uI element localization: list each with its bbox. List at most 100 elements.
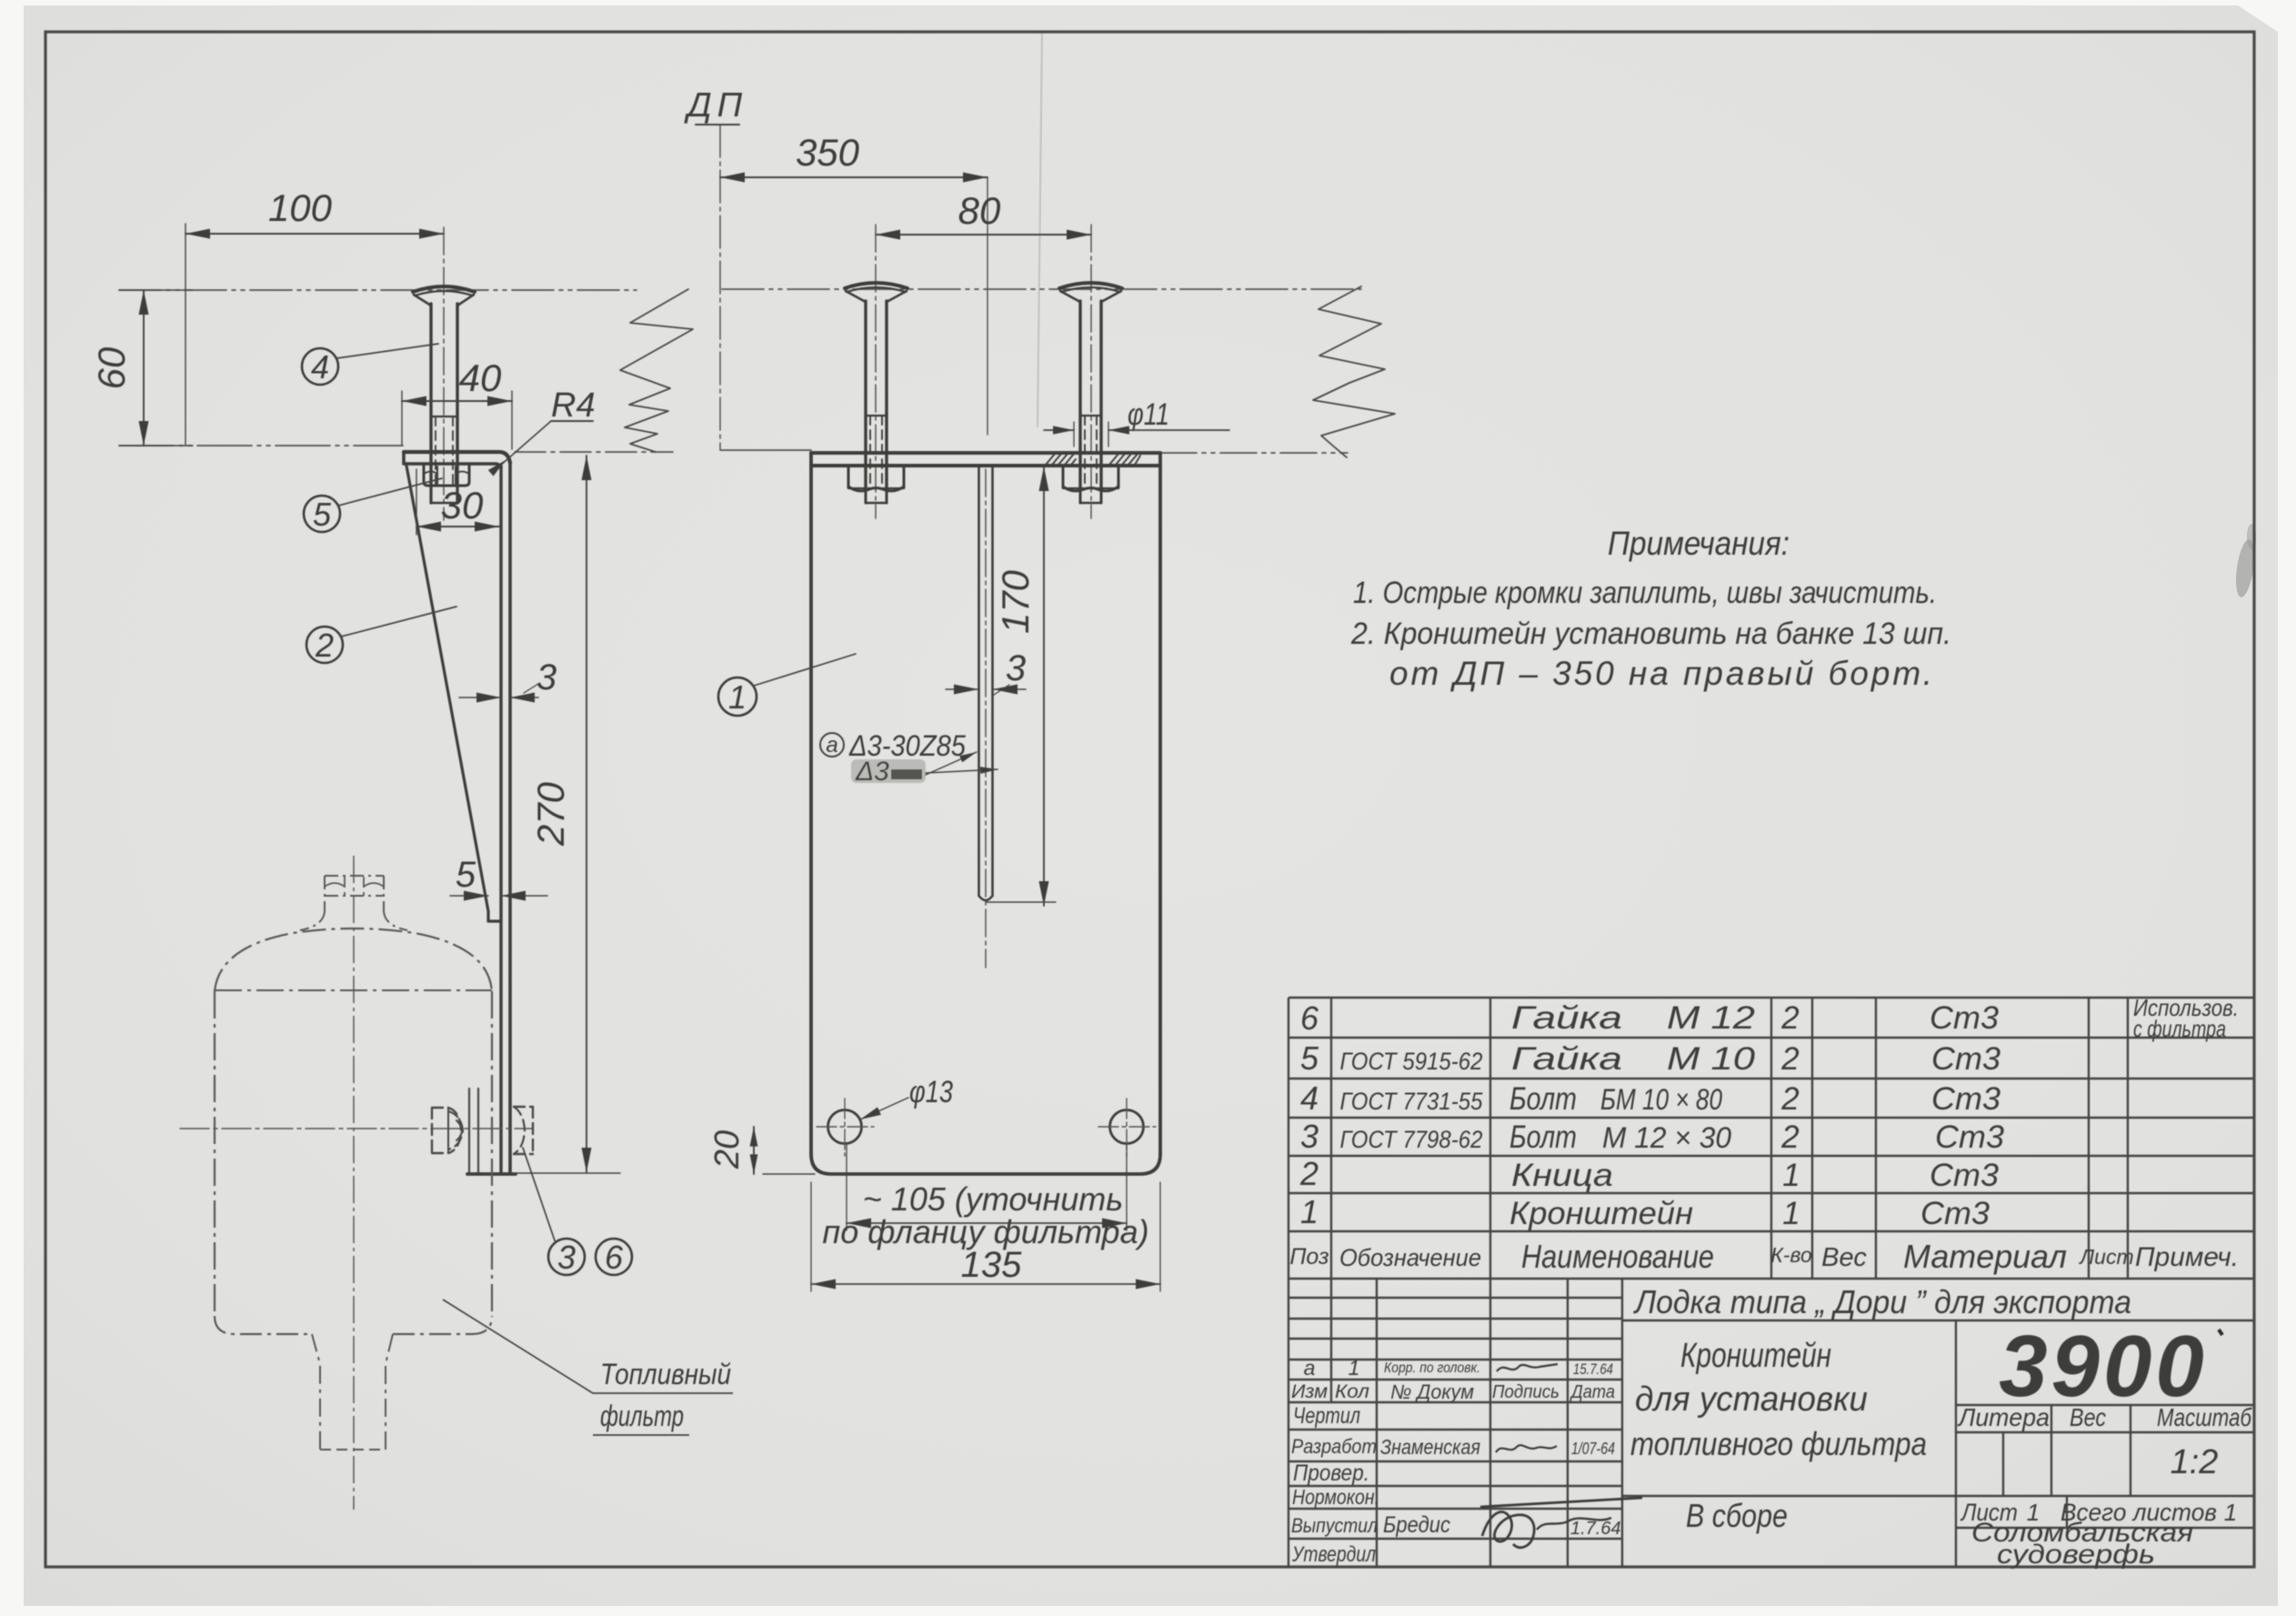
svg-text:Примеч.: Примеч.: [2135, 1242, 2239, 1272]
svg-text:ГОСТ 7731-55: ГОСТ 7731-55: [1340, 1088, 1484, 1115]
svg-text:Лист: Лист: [2078, 1245, 2133, 1269]
svg-text:Материал: Материал: [1903, 1238, 2067, 1275]
svg-text:1: 1: [1782, 1158, 1800, 1193]
svg-text:Δ3-30Z85: Δ3-30Z85: [848, 729, 966, 762]
svg-text:1/07-64: 1/07-64: [1571, 1440, 1615, 1458]
svg-text:Гайка: Гайка: [1511, 1041, 1622, 1077]
svg-text:Примечания:: Примечания:: [1608, 525, 1790, 562]
svg-text:1: 1: [1782, 1196, 1800, 1231]
svg-text:Корр. по головк.: Корр. по головк.: [1384, 1360, 1480, 1376]
svg-text:135: 135: [961, 1245, 1022, 1285]
svg-text:судоверфь: судоверфь: [1997, 1540, 2155, 1570]
svg-text:БМ 10 × 80: БМ 10 × 80: [1600, 1083, 1722, 1116]
svg-text:1:2: 1:2: [2171, 1443, 2219, 1481]
svg-text:М 12 × 30: М 12 × 30: [1602, 1121, 1731, 1154]
svg-text:100: 100: [268, 186, 333, 229]
svg-text:R4: R4: [551, 386, 596, 425]
svg-text:1: 1: [1349, 1356, 1360, 1380]
svg-text:а: а: [1304, 1356, 1316, 1380]
svg-text:1. Острые кромки запилить, швы: 1. Острые кромки запилить, швы зачистить…: [1353, 576, 1937, 610]
svg-text:5: 5: [313, 496, 332, 533]
svg-text:4: 4: [1300, 1079, 1318, 1117]
svg-text:30: 30: [441, 484, 484, 527]
svg-text:Гайка: Гайка: [1511, 1000, 1622, 1036]
svg-text:40: 40: [459, 356, 502, 399]
svg-text:2: 2: [1780, 1081, 1799, 1117]
svg-text:20: 20: [708, 1130, 747, 1169]
svg-text:Чертил: Чертил: [1293, 1403, 1360, 1429]
svg-text:Ст3: Ст3: [1931, 1041, 2001, 1077]
svg-text:Кол: Кол: [1335, 1381, 1369, 1402]
svg-text:5: 5: [456, 855, 476, 895]
svg-text:2: 2: [1780, 1119, 1799, 1155]
svg-text:1: 1: [728, 678, 747, 716]
svg-text:Нормокон.: Нормокон.: [1292, 1485, 1379, 1509]
svg-text:Ст3: Ст3: [1931, 1081, 2001, 1117]
svg-text:ГОСТ 5915-62: ГОСТ 5915-62: [1340, 1048, 1483, 1075]
svg-text:Вес: Вес: [1821, 1243, 1867, 1272]
svg-text:Изм: Изм: [1291, 1381, 1328, 1402]
svg-text:2: 2: [1780, 1041, 1799, 1077]
svg-text:80: 80: [958, 189, 1001, 232]
svg-text:60: 60: [90, 346, 133, 389]
svg-text:М 12: М 12: [1667, 1000, 1755, 1036]
svg-text:с фильтра: с фильтра: [2133, 1015, 2226, 1042]
svg-text:1.7.64: 1.7.64: [1570, 1519, 1621, 1539]
svg-text:М 10: М 10: [1667, 1041, 1756, 1077]
svg-text:φ13: φ13: [909, 1075, 953, 1109]
svg-text:3: 3: [536, 657, 556, 698]
svg-text:Обозначение: Обозначение: [1339, 1244, 1481, 1271]
svg-text:4: 4: [311, 348, 329, 386]
svg-text:Вес: Вес: [2070, 1403, 2106, 1431]
svg-text:ДП: ДП: [684, 86, 747, 125]
svg-text:~ 105 (уточнить: ~ 105 (уточнить: [863, 1180, 1123, 1218]
svg-text:Кронштейн: Кронштейн: [1680, 1337, 1831, 1375]
svg-text:Кница: Кница: [1511, 1158, 1613, 1193]
svg-text:Ст3: Ст3: [1935, 1119, 2005, 1155]
svg-text:6: 6: [1300, 999, 1319, 1037]
svg-text:Выпустил: Выпустил: [1291, 1514, 1378, 1537]
svg-text:Провер.: Провер.: [1293, 1460, 1369, 1486]
svg-text:2: 2: [315, 627, 334, 664]
svg-text:1: 1: [2027, 1499, 2040, 1526]
svg-text:6: 6: [605, 1239, 624, 1276]
svg-text:топливного фильтра: топливного фильтра: [1630, 1425, 1927, 1462]
svg-text:a: a: [826, 733, 837, 758]
svg-text:Наименование: Наименование: [1521, 1238, 1714, 1275]
svg-text:Литера: Литера: [1957, 1403, 2050, 1431]
svg-text:Знаменская: Знаменская: [1380, 1435, 1480, 1459]
svg-text:№ Докум: № Докум: [1390, 1380, 1474, 1403]
svg-text:В сборе: В сборе: [1686, 1497, 1788, 1534]
svg-text:Ст3: Ст3: [1920, 1196, 1990, 1231]
svg-text:для установки: для установки: [1635, 1380, 1868, 1419]
svg-text:Лодка типа „ Дори ” для экспор: Лодка типа „ Дори ” для экспорта: [1633, 1283, 2131, 1320]
svg-text:φ11: φ11: [1128, 397, 1169, 432]
svg-text:270: 270: [529, 781, 572, 847]
svg-text:3: 3: [1006, 648, 1026, 688]
svg-text:Δ3: Δ3: [855, 757, 889, 787]
svg-text:2. Кронштейн установить на бан: 2. Кронштейн установить на банке 13 шп.: [1350, 617, 1951, 651]
svg-text:ГОСТ 7798-62: ГОСТ 7798-62: [1340, 1126, 1483, 1153]
svg-text:Болт: Болт: [1509, 1119, 1577, 1155]
svg-text:фильтр: фильтр: [600, 1400, 684, 1432]
svg-text:Дата: Дата: [1569, 1382, 1615, 1402]
svg-text:3900: 3900: [1999, 1318, 2208, 1415]
svg-text:1: 1: [2224, 1499, 2237, 1526]
svg-text:К-во: К-во: [1770, 1243, 1812, 1267]
svg-text:2: 2: [1299, 1155, 1318, 1192]
svg-text:350: 350: [796, 131, 860, 174]
svg-text:Соломбальская: Соломбальская: [1971, 1518, 2193, 1548]
svg-text:по фланцу фильтра): по фланцу фильтра): [822, 1213, 1148, 1250]
svg-text:5: 5: [1300, 1039, 1319, 1077]
svg-text:15.7.64: 15.7.64: [1573, 1360, 1613, 1378]
svg-text:Утвердил: Утвердил: [1291, 1542, 1376, 1567]
svg-text:Болт: Болт: [1509, 1081, 1577, 1117]
svg-text:Поз: Поз: [1289, 1244, 1328, 1270]
svg-text:от ДП – 350 на правый борт.: от ДП – 350 на правый борт.: [1389, 655, 1932, 692]
svg-text:1: 1: [1300, 1193, 1318, 1230]
svg-text:Использов.: Использов.: [2133, 994, 2239, 1021]
svg-text:170: 170: [994, 569, 1037, 634]
svg-text:Разработ: Разработ: [1291, 1435, 1377, 1458]
svg-text:Ст3: Ст3: [1930, 1158, 2000, 1193]
svg-text:3: 3: [557, 1239, 576, 1276]
